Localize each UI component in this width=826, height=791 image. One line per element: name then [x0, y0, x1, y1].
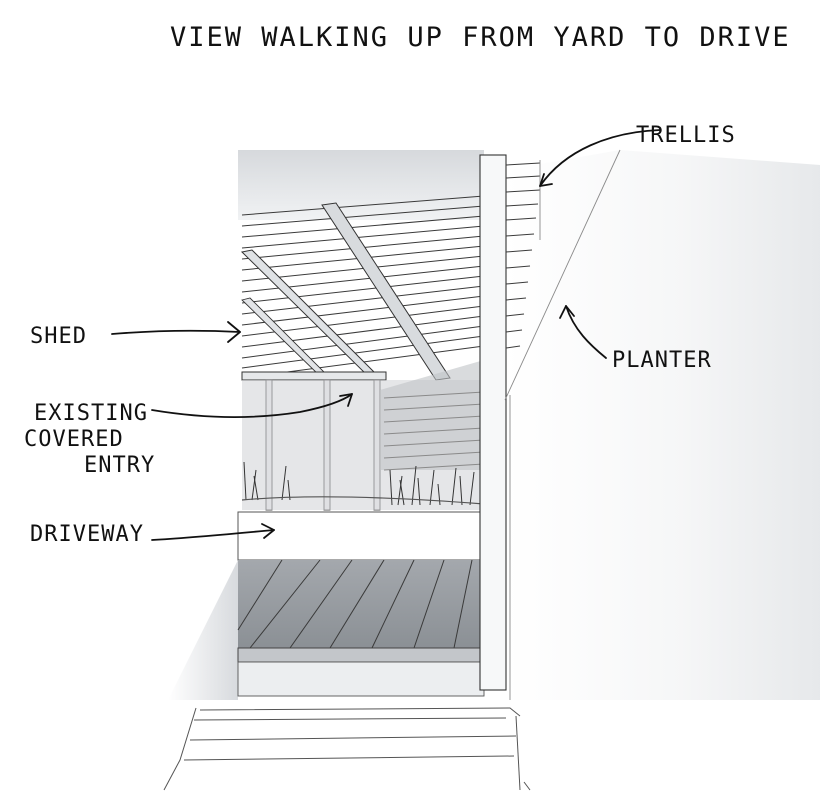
shed-pergola [240, 195, 485, 511]
background-wash [168, 150, 820, 700]
trellis-callout: TRELLIS [539, 123, 736, 187]
foreground-steps [163, 707, 531, 791]
existing-entry-callout: EXISTING COVERED ENTRY [24, 393, 353, 478]
label-existing-line2: COVERED [24, 427, 124, 452]
label-shed: SHED [30, 324, 87, 349]
existing-covered-entry [241, 360, 485, 510]
label-driveway: DRIVEWAY [30, 522, 144, 547]
label-existing-line1: EXISTING [34, 401, 148, 426]
grass-plants [243, 461, 475, 506]
driveway-callout: DRIVEWAY [30, 522, 275, 547]
trellis [479, 154, 541, 691]
label-existing-line3: ENTRY [84, 453, 155, 478]
pergola-beams [240, 202, 451, 381]
planter-wall [504, 149, 621, 700]
label-planter: PLANTER [612, 348, 712, 373]
deck [237, 559, 485, 697]
sketch-title: VIEW WALKING UP FROM YARD TO DRIVE [170, 22, 791, 53]
planter-callout: PLANTER [559, 305, 712, 373]
label-trellis: TRELLIS [636, 123, 736, 148]
driveway [237, 511, 485, 561]
shed-callout: SHED [30, 321, 241, 349]
